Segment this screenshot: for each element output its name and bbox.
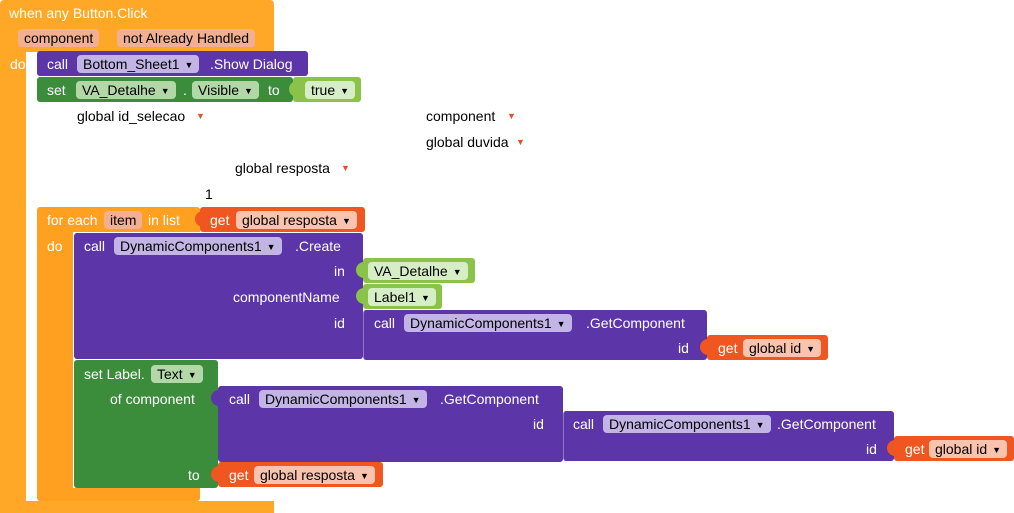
get-list-var: global resposta — [242, 212, 337, 228]
set-label-of-component: of component — [110, 391, 195, 407]
create-method: .Create — [295, 238, 341, 254]
get-list-connector — [195, 211, 203, 227]
get-resposta-connector — [211, 466, 219, 482]
chevron-down-icon: ▼ — [160, 86, 170, 96]
chevron-down-icon: ▼ — [341, 216, 351, 226]
create-getcomponent-method: .GetComponent — [586, 315, 685, 331]
create-get-id-connector — [700, 339, 708, 355]
label-id-selecao: global id_selecao — [77, 108, 186, 124]
set-visible-property-dropdown[interactable]: Visible ▼ — [192, 81, 259, 99]
chevron-down-icon: ▼ — [184, 60, 194, 70]
chevron-down-icon: ▼ — [421, 293, 430, 303]
triangle-down-icon: ▼ — [196, 111, 205, 121]
label-getcomponent-call: call — [229, 391, 251, 407]
triangle-down-icon: ▼ — [516, 137, 525, 147]
true-value: true — [311, 82, 336, 98]
for-each-var[interactable]: item — [104, 211, 143, 229]
chevron-down-icon: ▼ — [992, 445, 1002, 455]
nested-get-id-var-dropdown[interactable]: global id ▼ — [929, 440, 1008, 458]
event-title: when any Button.Click — [9, 5, 148, 21]
create-getcomponent-component: DynamicComponents1 — [410, 315, 552, 331]
chevron-down-icon: ▼ — [755, 420, 765, 430]
create-call: call — [84, 238, 106, 254]
chevron-down-icon: ▼ — [806, 344, 816, 354]
in-component-value: VA_Detalhe — [374, 263, 448, 279]
nested-getcomponent-component: DynamicComponents1 — [609, 416, 751, 432]
create-id-label: id — [334, 315, 345, 331]
nested-get-id-connector — [887, 440, 895, 456]
in-component-dropdown[interactable]: VA_Detalhe ▼ — [368, 262, 468, 280]
set-visible-dot: . — [183, 82, 187, 98]
chevron-down-icon: ▼ — [411, 395, 421, 405]
create-component: DynamicComponents1 — [120, 238, 262, 254]
get-resposta-var: global resposta — [260, 467, 355, 483]
set-visible-component-dropdown[interactable]: VA_Detalhe ▼ — [76, 81, 176, 99]
for-each-in-list: in list — [148, 212, 180, 228]
true-dropdown[interactable]: true ▼ — [305, 81, 356, 99]
label-getcomponent-connector — [211, 390, 219, 406]
triangle-down-icon: ▼ — [507, 111, 516, 121]
label-getcomponent-method: .GetComponent — [440, 391, 539, 407]
nested-getcomponent-method: .GetComponent — [777, 416, 876, 432]
show-dialog-call: call — [47, 56, 69, 72]
set-visible-property: Visible — [198, 82, 239, 98]
set-visible-set: set — [47, 82, 66, 98]
create-getcomponent-call: call — [374, 315, 396, 331]
chevron-down-icon: ▼ — [452, 267, 462, 277]
chevron-down-icon: ▼ — [359, 471, 369, 481]
show-dialog-component-dropdown[interactable]: Bottom_Sheet1 ▼ — [77, 55, 200, 73]
component-name-value: Label1 — [374, 289, 417, 305]
chevron-down-icon: ▼ — [340, 86, 350, 96]
set-label-to: to — [188, 467, 200, 483]
label-getcomponent-id-label: id — [533, 416, 544, 432]
event-param-component[interactable]: component — [18, 29, 100, 47]
create-name-label: componentName — [233, 289, 340, 305]
nested-getcomponent-call: call — [573, 416, 595, 432]
chevron-down-icon: ▼ — [556, 319, 566, 329]
set-visible-to: to — [268, 82, 280, 98]
label-resposta: global resposta — [235, 160, 330, 176]
event-do-label: do — [10, 56, 26, 72]
true-connector — [289, 81, 297, 97]
nested-get-id-var: global id — [935, 441, 988, 457]
get-resposta-var-dropdown[interactable]: global resposta ▼ — [254, 466, 375, 484]
get-resposta-get: get — [229, 467, 249, 483]
label-getcomponent-component: DynamicComponents1 — [265, 391, 407, 407]
show-dialog-method: .Show Dialog — [210, 56, 293, 72]
set-visible-component: VA_Detalhe — [82, 82, 156, 98]
create-get-id-var: global id — [749, 340, 802, 356]
for-each-label: for each — [47, 212, 98, 228]
label-number-one: 1 — [205, 186, 213, 202]
nested-get-id-get: get — [905, 441, 925, 457]
create-getcomponent-component-dropdown[interactable]: DynamicComponents1 ▼ — [404, 314, 572, 332]
chevron-down-icon: ▼ — [266, 242, 276, 252]
component-name-connector — [356, 288, 364, 304]
create-component-dropdown[interactable]: DynamicComponents1 ▼ — [114, 237, 282, 255]
for-each-do-label: do — [47, 238, 63, 254]
triangle-down-icon: ▼ — [341, 163, 350, 173]
component-name-dropdown[interactable]: Label1 ▼ — [368, 288, 436, 306]
get-list-var-dropdown[interactable]: global resposta ▼ — [236, 211, 357, 229]
chevron-down-icon: ▼ — [187, 370, 197, 380]
set-label-property-dropdown[interactable]: Text ▼ — [151, 365, 203, 383]
show-dialog-component: Bottom_Sheet1 — [83, 56, 180, 72]
label-getcomponent-component-dropdown[interactable]: DynamicComponents1 ▼ — [259, 390, 427, 408]
create-in-label: in — [334, 263, 345, 279]
set-label-set: set Label. — [84, 366, 145, 382]
label-component: component — [426, 108, 496, 124]
nested-getcomponent-component-dropdown[interactable]: DynamicComponents1 ▼ — [603, 415, 771, 433]
event-bottom-bar — [0, 501, 274, 513]
create-get-id-var-dropdown[interactable]: global id ▼ — [743, 339, 822, 357]
set-label-property: Text — [157, 366, 183, 382]
create-getcomponent-id-label: id — [678, 340, 689, 356]
in-component-connector — [356, 262, 364, 278]
nested-getcomponent-id-label: id — [866, 441, 877, 457]
event-param-not-handled[interactable]: not Already Handled — [117, 29, 256, 47]
create-get-id-get: get — [718, 340, 738, 356]
label-duvida: global duvida — [426, 134, 509, 150]
chevron-down-icon: ▼ — [244, 86, 253, 96]
get-list-get: get — [210, 212, 230, 228]
